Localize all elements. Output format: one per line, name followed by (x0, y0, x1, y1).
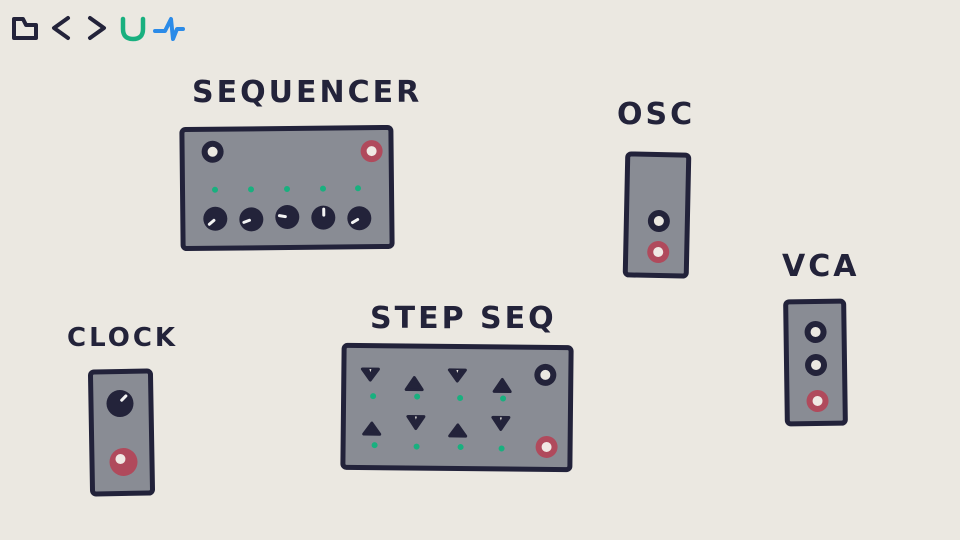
step-led (414, 393, 421, 400)
trigger-up-icon[interactable] (404, 376, 424, 392)
osc-input-jack[interactable] (647, 209, 671, 233)
step-led (457, 444, 464, 451)
sequencer-led (247, 186, 255, 193)
clock-module[interactable] (87, 368, 156, 497)
osc-module[interactable] (622, 151, 692, 279)
sequencer-knob[interactable] (275, 204, 300, 230)
step-seq-trigger-grid (360, 367, 512, 438)
vca-module[interactable] (783, 298, 848, 427)
chevron-right-icon[interactable] (80, 10, 114, 46)
waveform-icon[interactable] (152, 10, 186, 46)
sequencer-knob[interactable] (347, 206, 372, 231)
step-seq-input-jack[interactable] (534, 363, 557, 387)
vca-title: VCA (782, 249, 860, 284)
sequencer-output-jack[interactable] (360, 139, 383, 163)
trigger-up-icon[interactable] (362, 421, 382, 436)
clock-title: CLOCK (67, 323, 179, 353)
sequencer-led (283, 185, 291, 193)
clock-rate-knob[interactable] (106, 389, 134, 418)
vca-output-jack[interactable] (806, 389, 829, 413)
step-led (371, 442, 378, 449)
osc-output-jack[interactable] (646, 240, 670, 264)
sequencer-knob[interactable] (203, 206, 228, 231)
vca-input-jack[interactable] (804, 320, 827, 344)
chevron-left-icon[interactable] (44, 10, 78, 46)
step-seq-output-jack[interactable] (535, 435, 558, 459)
sequencer-led (354, 185, 362, 192)
sequencer-title: SEQUENCER (192, 75, 423, 110)
trigger-down-icon[interactable] (491, 415, 511, 431)
step-seq-title: STEP SEQ (370, 301, 557, 336)
sequencer-led (319, 185, 327, 192)
clock-output-jack[interactable] (109, 447, 138, 477)
cup-icon[interactable] (116, 10, 150, 46)
trigger-down-icon[interactable] (447, 368, 467, 383)
step-led (457, 395, 464, 402)
sequencer-knob[interactable] (311, 205, 336, 230)
sequencer-led (211, 186, 219, 193)
step-led (413, 443, 420, 450)
sequencer-input-jack[interactable] (201, 140, 224, 163)
trigger-down-icon[interactable] (360, 367, 380, 382)
trigger-up-icon[interactable] (448, 423, 468, 438)
toolbar (8, 8, 186, 48)
folder-icon[interactable] (8, 10, 42, 46)
sequencer-module[interactable] (179, 124, 395, 252)
trigger-down-icon[interactable] (406, 414, 426, 431)
vca-cv-jack[interactable] (804, 353, 828, 377)
step-led (498, 445, 505, 452)
step-seq-module[interactable] (340, 342, 574, 473)
sequencer-knob[interactable] (239, 207, 264, 232)
osc-title: OSC (617, 97, 696, 132)
step-led (500, 395, 507, 402)
trigger-up-icon[interactable] (492, 377, 512, 394)
step-led (370, 393, 377, 400)
